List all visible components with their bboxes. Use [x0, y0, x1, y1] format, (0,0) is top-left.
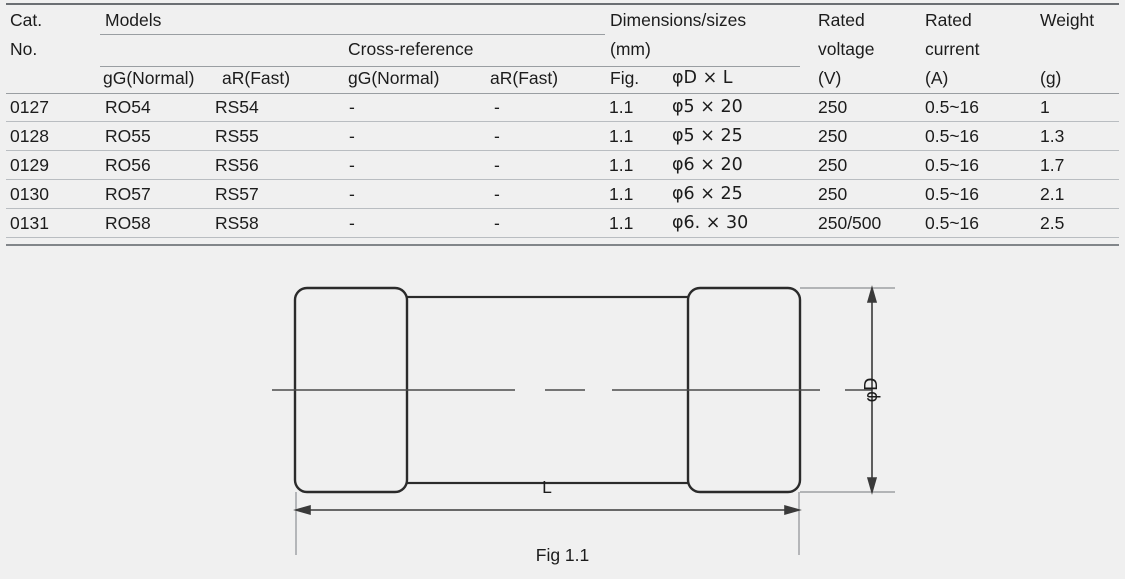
figure-caption: Fig 1.1 — [535, 545, 590, 565]
cell-model-ar: RS56 — [215, 155, 259, 175]
header-rated-current-line2: current — [925, 39, 980, 59]
cell-cat-no: 0131 — [10, 213, 49, 233]
cell-fig: 1.1 — [609, 155, 634, 175]
header-rated-current-unit: (A) — [925, 68, 949, 88]
row-separator — [6, 121, 1119, 122]
header-weight: Weight — [1040, 10, 1095, 30]
cell-weight: 2.1 — [1040, 184, 1065, 204]
cell-rated-voltage: 250 — [818, 184, 848, 204]
cell-xref-ar: - — [494, 155, 500, 175]
cell-fig: 1.1 — [609, 126, 634, 146]
header-dimensions-line1: Dimensions/sizes — [610, 10, 747, 30]
header-models-gg: gG(Normal) — [103, 68, 195, 88]
cell-model-gg: RO54 — [105, 97, 151, 117]
header-rated-voltage-line1: Rated — [818, 10, 865, 30]
cell-cat-no: 0129 — [10, 155, 49, 175]
cell-rated-current: 0.5~16 — [925, 126, 980, 146]
table-bottom-border — [6, 244, 1119, 246]
cell-model-ar: RS57 — [215, 184, 259, 204]
cell-xref-gg: - — [349, 213, 355, 233]
row-separator — [6, 208, 1119, 209]
fuse-dimension-drawing: φD L Fig 1.1 — [0, 255, 1125, 579]
rule-under-header — [6, 93, 1119, 94]
cell-fig: 1.1 — [609, 97, 634, 117]
cell-rated-voltage: 250 — [818, 126, 848, 146]
cell-xref-gg: - — [349, 126, 355, 146]
header-cat-no-line2: No. — [10, 39, 38, 59]
cell-dimensions: φ5 × 25 — [672, 126, 743, 146]
row-separator — [6, 179, 1119, 180]
rule-under-models — [100, 34, 605, 35]
header-rated-current-line1: Rated — [925, 10, 972, 30]
cell-model-ar: RS58 — [215, 213, 259, 233]
cell-dimensions: φ6 × 20 — [672, 155, 743, 175]
header-models: Models — [105, 10, 162, 30]
cell-cat-no: 0128 — [10, 126, 49, 146]
length-label: L — [542, 477, 552, 497]
cell-fig: 1.1 — [609, 184, 634, 204]
rule-under-cross-reference — [100, 66, 605, 67]
cell-model-ar: RS55 — [215, 126, 259, 146]
cell-xref-ar: - — [494, 126, 500, 146]
cell-xref-gg: - — [349, 97, 355, 117]
header-xref-ar: aR(Fast) — [490, 68, 559, 88]
header-cat-no-line1: Cat. — [10, 10, 43, 30]
header-weight-unit: (g) — [1040, 68, 1062, 88]
cell-xref-ar: - — [494, 184, 500, 204]
cell-weight: 1.7 — [1040, 155, 1065, 175]
header-diameter-times-length: φD × L — [672, 68, 733, 88]
cell-xref-ar: - — [494, 213, 500, 233]
cell-dimensions: φ6. × 30 — [672, 213, 749, 233]
cell-rated-voltage: 250/500 — [818, 213, 882, 233]
header-fig: Fig. — [610, 68, 640, 88]
row-separator — [6, 237, 1119, 238]
cell-model-gg: RO55 — [105, 126, 151, 146]
rule-under-dimensions — [603, 66, 800, 67]
cell-rated-current: 0.5~16 — [925, 155, 980, 175]
row-separator — [6, 150, 1119, 151]
cell-model-gg: RO57 — [105, 184, 151, 204]
cell-rated-current: 0.5~16 — [925, 213, 980, 233]
cell-model-gg: RO56 — [105, 155, 151, 175]
cell-weight: 1.3 — [1040, 126, 1065, 146]
header-rated-voltage-unit: (V) — [818, 68, 842, 88]
diameter-dimension-line — [866, 285, 878, 495]
cell-xref-gg: - — [349, 184, 355, 204]
cell-rated-voltage: 250 — [818, 155, 848, 175]
cell-cat-no: 0127 — [10, 97, 49, 117]
length-extension-lines — [295, 492, 800, 555]
cell-dimensions: φ5 × 20 — [672, 97, 743, 117]
cell-fig: 1.1 — [609, 213, 634, 233]
diameter-extension-lines — [800, 287, 895, 493]
header-models-ar: aR(Fast) — [222, 68, 291, 88]
header-dimensions-line2: (mm) — [610, 39, 651, 59]
cell-rated-current: 0.5~16 — [925, 97, 980, 117]
cell-model-ar: RS54 — [215, 97, 259, 117]
cell-xref-ar: - — [494, 97, 500, 117]
cell-model-gg: RO58 — [105, 213, 151, 233]
length-dimension-line — [293, 504, 802, 516]
header-cross-reference: Cross-reference — [348, 39, 474, 59]
header-xref-gg: gG(Normal) — [348, 68, 440, 88]
cell-weight: 1 — [1040, 97, 1050, 117]
cell-rated-voltage: 250 — [818, 97, 848, 117]
cell-dimensions: φ6 × 25 — [672, 184, 743, 204]
table-top-border — [6, 3, 1119, 5]
diameter-label: φD — [862, 377, 882, 402]
cell-xref-gg: - — [349, 155, 355, 175]
cell-cat-no: 0130 — [10, 184, 49, 204]
header-rated-voltage-line2: voltage — [818, 39, 875, 59]
cell-rated-current: 0.5~16 — [925, 184, 980, 204]
cell-weight: 2.5 — [1040, 213, 1065, 233]
